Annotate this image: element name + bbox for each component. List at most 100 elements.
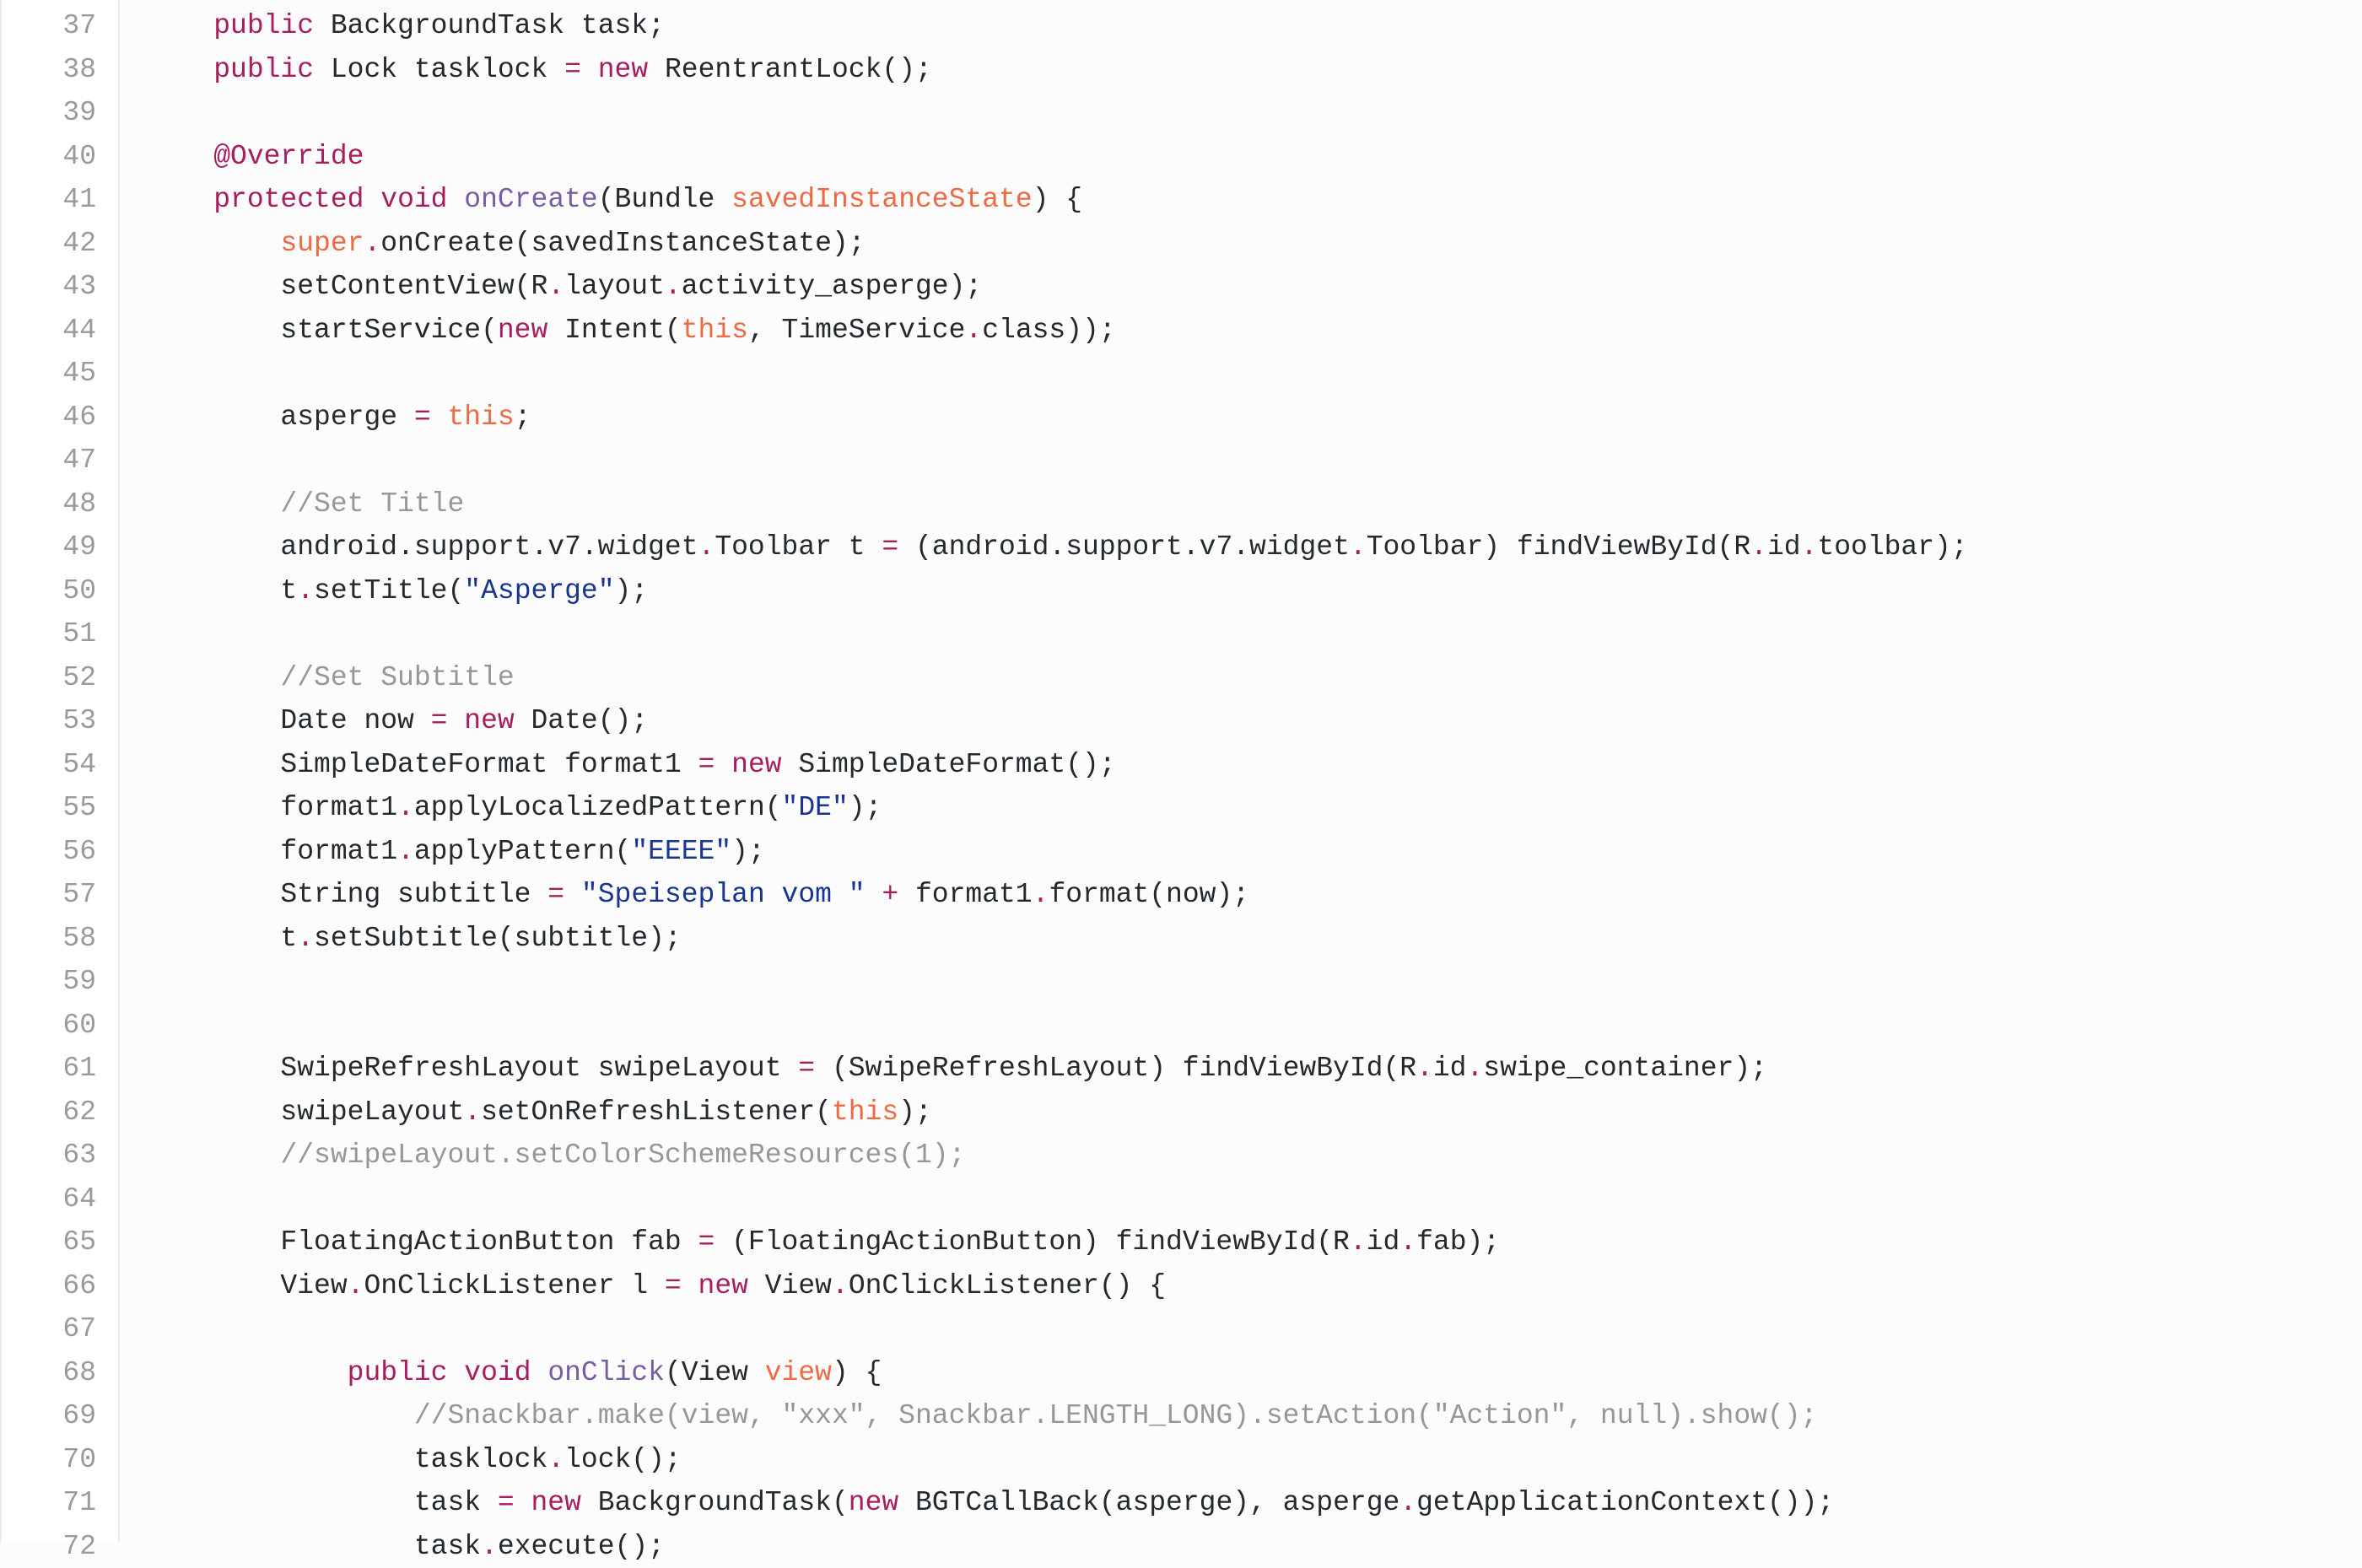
code-token: BackgroundTask(	[581, 1487, 849, 1518]
code-token: new	[464, 705, 514, 736]
code-line[interactable]: 46 asperge = this;	[0, 396, 2362, 439]
code-line[interactable]: 60	[0, 1004, 2362, 1048]
code-token: "DE"	[782, 792, 849, 823]
code-token	[447, 1357, 464, 1388]
code-line[interactable]: 68 public void onClick(View view) {	[0, 1351, 2362, 1395]
code-token	[682, 1270, 698, 1301]
code-token: =	[564, 54, 581, 85]
code-line[interactable]: 64	[0, 1177, 2362, 1221]
code-token	[715, 749, 731, 780]
code-line[interactable]: 41 protected void onCreate(Bundle savedI…	[0, 178, 2362, 222]
code-token: format1	[898, 879, 1032, 910]
code-token: Lock tasklock	[314, 54, 564, 85]
code-token: format(now);	[1049, 879, 1249, 910]
code-token: .	[297, 923, 314, 954]
code-token: ;	[515, 401, 531, 433]
code-line[interactable]: 42 super.onCreate(savedInstanceState);	[0, 222, 2362, 266]
code-token	[364, 184, 380, 215]
code-line[interactable]: 52 //Set Subtitle	[0, 656, 2362, 700]
code-token: id	[1767, 531, 1801, 563]
code-line[interactable]: 39	[0, 91, 2362, 135]
code-line[interactable]: 67	[0, 1307, 2362, 1351]
line-number: 71	[0, 1481, 96, 1525]
code-token: OnClickListener() {	[849, 1270, 1166, 1301]
code-token: .	[397, 792, 414, 823]
code-line[interactable]: 47	[0, 439, 2362, 482]
code-line[interactable]: 59	[0, 960, 2362, 1004]
code-token: id	[1367, 1226, 1400, 1258]
code-token: .	[1350, 1226, 1367, 1258]
line-number: 46	[0, 396, 96, 439]
code-line[interactable]: 50 t.setTitle("Asperge");	[0, 569, 2362, 613]
line-number: 40	[0, 135, 96, 179]
code-token: .	[547, 1444, 564, 1475]
line-number: 51	[0, 612, 96, 656]
code-text: SimpleDateFormat format1 = new SimpleDat…	[147, 743, 1116, 787]
code-token	[147, 662, 280, 693]
code-line[interactable]: 53 Date now = new Date();	[0, 699, 2362, 743]
code-token: View	[748, 1270, 832, 1301]
code-line[interactable]: 37 public BackgroundTask task;	[0, 4, 2362, 48]
code-token: .	[547, 271, 564, 302]
code-token: =	[414, 401, 431, 433]
code-token	[515, 1487, 531, 1518]
code-token: (Bundle	[598, 184, 731, 215]
code-line[interactable]: 49 android.support.v7.widget.Toolbar t =…	[0, 525, 2362, 569]
code-line[interactable]: 66 View.OnClickListener l = new View.OnC…	[0, 1264, 2362, 1308]
code-token: tasklock	[147, 1444, 547, 1475]
line-number: 54	[0, 743, 96, 787]
code-token: .	[397, 836, 414, 867]
code-token: new	[849, 1487, 898, 1518]
code-line[interactable]: 55 format1.applyLocalizedPattern("DE");	[0, 786, 2362, 830]
code-line[interactable]: 72 task.execute();	[0, 1525, 2362, 1568]
code-line[interactable]: 57 String subtitle = "Speiseplan vom " +…	[0, 873, 2362, 917]
code-line[interactable]: 61 SwipeRefreshLayout swipeLayout = (Swi…	[0, 1047, 2362, 1091]
code-token: startService(	[147, 315, 498, 346]
line-number: 44	[0, 309, 96, 353]
code-line[interactable]: 69 //Snackbar.make(view, "xxx", Snackbar…	[0, 1394, 2362, 1438]
line-number: 45	[0, 352, 96, 396]
code-token: "Asperge"	[464, 575, 614, 606]
code-line[interactable]: 62 swipeLayout.setOnRefreshListener(this…	[0, 1091, 2362, 1134]
code-token: .	[464, 1097, 481, 1128]
code-line[interactable]: 58 t.setSubtitle(subtitle);	[0, 917, 2362, 961]
code-line[interactable]: 63 //swipeLayout.setColorSchemeResources…	[0, 1134, 2362, 1177]
code-token	[147, 1357, 348, 1388]
code-line[interactable]: 38 public Lock tasklock = new ReentrantL…	[0, 48, 2362, 92]
code-token: (View	[665, 1357, 765, 1388]
code-line[interactable]: 51	[0, 612, 2362, 656]
code-token: ) {	[1033, 184, 1082, 215]
line-number: 60	[0, 1004, 96, 1048]
code-token: setTitle(	[314, 575, 464, 606]
code-token	[531, 1357, 548, 1388]
code-token: .	[1750, 531, 1767, 563]
line-number: 57	[0, 873, 96, 917]
code-line[interactable]: 56 format1.applyPattern("EEEE");	[0, 830, 2362, 874]
code-text: format1.applyLocalizedPattern("DE");	[147, 786, 882, 830]
code-token: //swipeLayout.setColorSchemeResources(1)…	[280, 1140, 965, 1171]
code-line[interactable]: 45	[0, 352, 2362, 396]
code-token: onClick	[547, 1357, 665, 1388]
code-token: setOnRefreshListener(	[481, 1097, 832, 1128]
code-line[interactable]: 71 task = new BackgroundTask(new BGTCall…	[0, 1481, 2362, 1525]
code-token: android.support.v7.widget	[147, 531, 698, 563]
code-line[interactable]: 48 //Set Title	[0, 482, 2362, 526]
code-token: SwipeRefreshLayout swipeLayout	[147, 1053, 798, 1084]
code-token: =	[798, 1053, 815, 1084]
code-line[interactable]: 40 @Override	[0, 135, 2362, 179]
code-line[interactable]: 43 setContentView(R.layout.activity_aspe…	[0, 265, 2362, 309]
code-text: //Set Title	[147, 482, 464, 526]
code-token: protected	[213, 184, 364, 215]
code-line[interactable]: 54 SimpleDateFormat format1 = new Simple…	[0, 743, 2362, 787]
code-token: //Snackbar.make(view, "xxx", Snackbar.LE…	[414, 1400, 1817, 1431]
code-line[interactable]: 65 FloatingActionButton fab = (FloatingA…	[0, 1220, 2362, 1264]
code-token	[564, 879, 581, 910]
code-token: onCreate	[464, 184, 597, 215]
code-token	[147, 54, 213, 85]
code-line[interactable]: 70 tasklock.lock();	[0, 1438, 2362, 1482]
code-token: savedInstanceState	[731, 184, 1032, 215]
code-line[interactable]: 44 startService(new Intent(this, TimeSer…	[0, 309, 2362, 353]
code-token	[866, 879, 882, 910]
code-text: format1.applyPattern("EEEE");	[147, 830, 765, 874]
